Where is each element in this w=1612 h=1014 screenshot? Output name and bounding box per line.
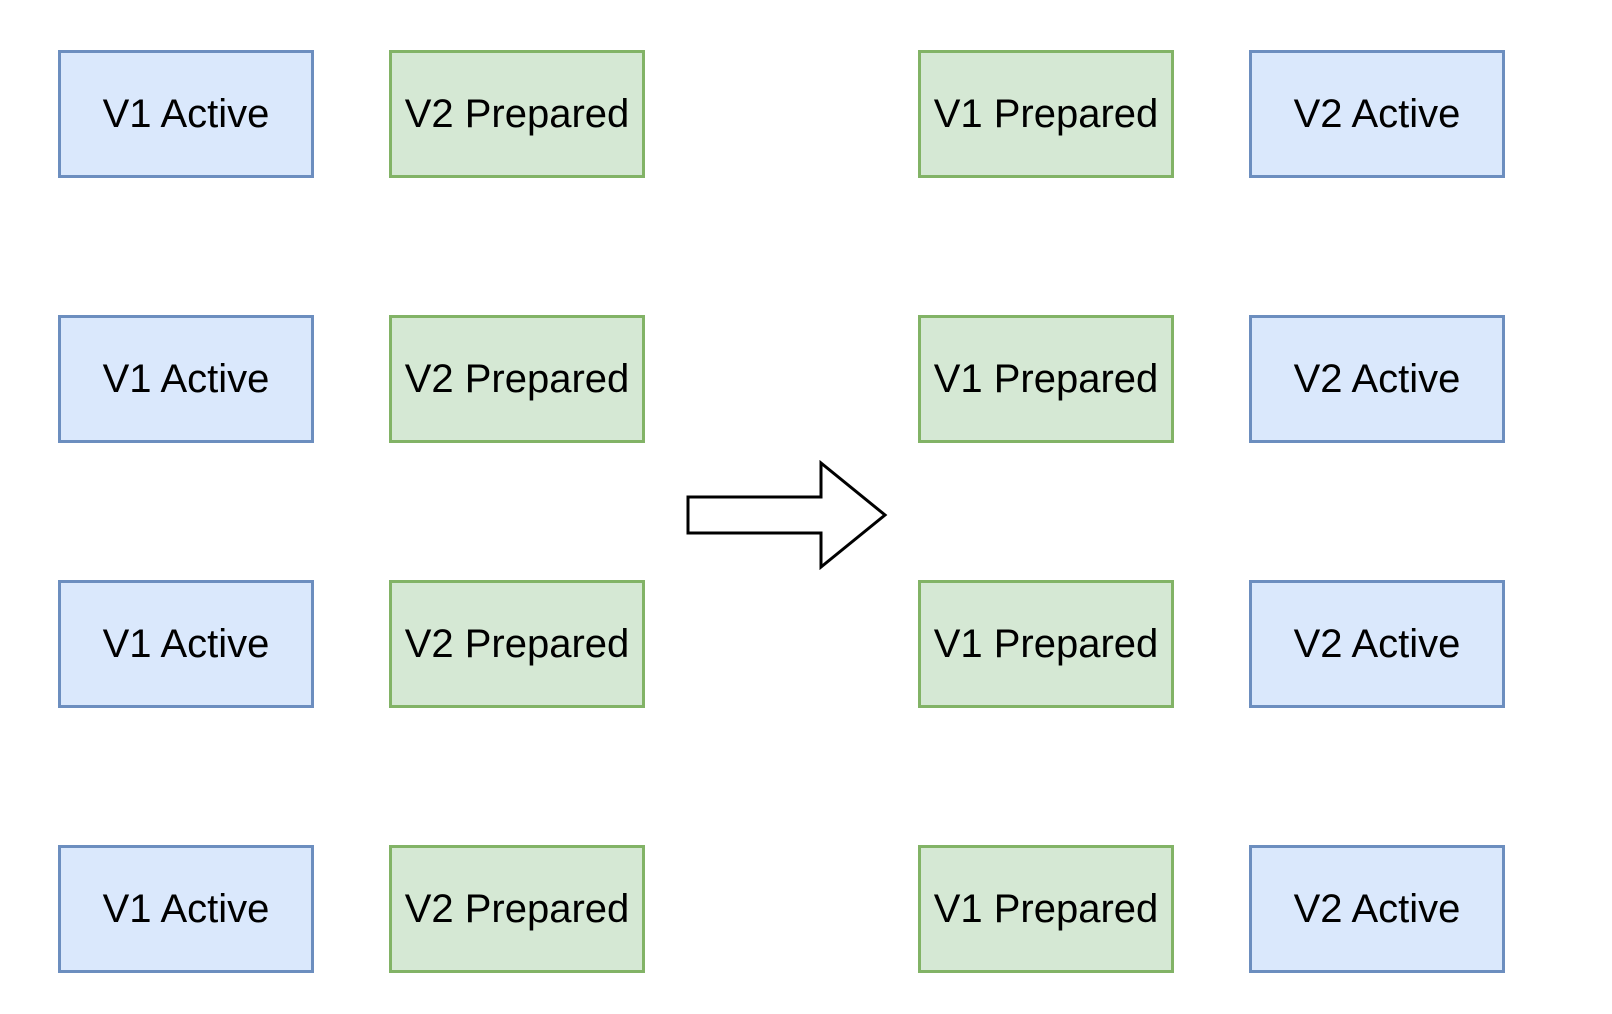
before-row-4-v1-node: V1 Active	[58, 845, 314, 973]
after-row-2-v2-node: V2 Active	[1249, 315, 1505, 443]
before-row-3-v1-node: V1 Active	[58, 580, 314, 708]
right-arrow-icon	[686, 460, 888, 570]
before-row-2-v2-node: V2 Prepared	[389, 315, 645, 443]
after-row-1-v1-node: V1 Prepared	[918, 50, 1174, 178]
before-row-1-v2-node: V2 Prepared	[389, 50, 645, 178]
before-row-1-v1-node: V1 Active	[58, 50, 314, 178]
before-row-3-v2-node: V2 Prepared	[389, 580, 645, 708]
after-row-2-v1-node: V1 Prepared	[918, 315, 1174, 443]
after-row-3-v1-node: V1 Prepared	[918, 580, 1174, 708]
after-row-3-v2-node: V2 Active	[1249, 580, 1505, 708]
after-row-1-v2-node: V2 Active	[1249, 50, 1505, 178]
before-row-4-v2-node: V2 Prepared	[389, 845, 645, 973]
arrow-shape	[686, 460, 888, 570]
before-row-2-v1-node: V1 Active	[58, 315, 314, 443]
after-row-4-v2-node: V2 Active	[1249, 845, 1505, 973]
after-row-4-v1-node: V1 Prepared	[918, 845, 1174, 973]
